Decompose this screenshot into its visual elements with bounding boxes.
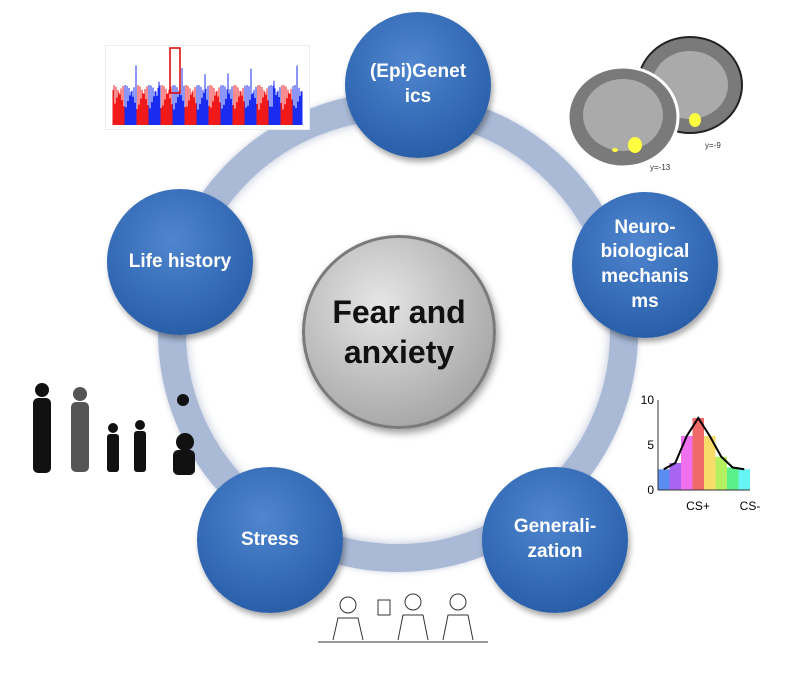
- chart-bar: [681, 436, 693, 490]
- y-tick-label: 0: [647, 483, 654, 497]
- chart-bar: [704, 436, 716, 490]
- meeting-sketch-image: [318, 593, 488, 643]
- x-label-cs-plus: CS+: [686, 499, 710, 513]
- chart-bar: [669, 463, 681, 490]
- chart-bar: [715, 456, 727, 490]
- chart-bar: [727, 467, 739, 490]
- node-epigenetics: (Epi)Genet ics: [345, 12, 491, 158]
- chart-bar: [692, 418, 704, 490]
- chart-bar: [738, 469, 750, 490]
- center-circle-fear-anxiety: Fear and anxiety: [302, 235, 496, 429]
- brain-label-back: y=-9: [705, 141, 721, 150]
- y-tick-label: 10: [641, 393, 655, 407]
- family-silhouettes-image: [33, 383, 195, 475]
- node-generalization: Generali- zation: [482, 467, 628, 613]
- chart-bar: [658, 469, 670, 490]
- node-neurobiological-mechanisms: Neuro- biological mechanis ms: [572, 192, 718, 338]
- y-tick-label: 5: [647, 438, 654, 452]
- generalization-chart: 10 5 0 CS+ CS-: [641, 393, 761, 513]
- node-stress: Stress: [197, 467, 343, 613]
- brain-label-front: y=-13: [650, 163, 671, 172]
- gaussian-fit-curve: [663, 416, 745, 471]
- node-life-history: Life history: [107, 189, 253, 335]
- brain-scan-images: y=-9 y=-13: [566, 36, 743, 172]
- manhattan-plot-image: [105, 45, 310, 130]
- x-label-cs-minus: CS-: [740, 499, 761, 513]
